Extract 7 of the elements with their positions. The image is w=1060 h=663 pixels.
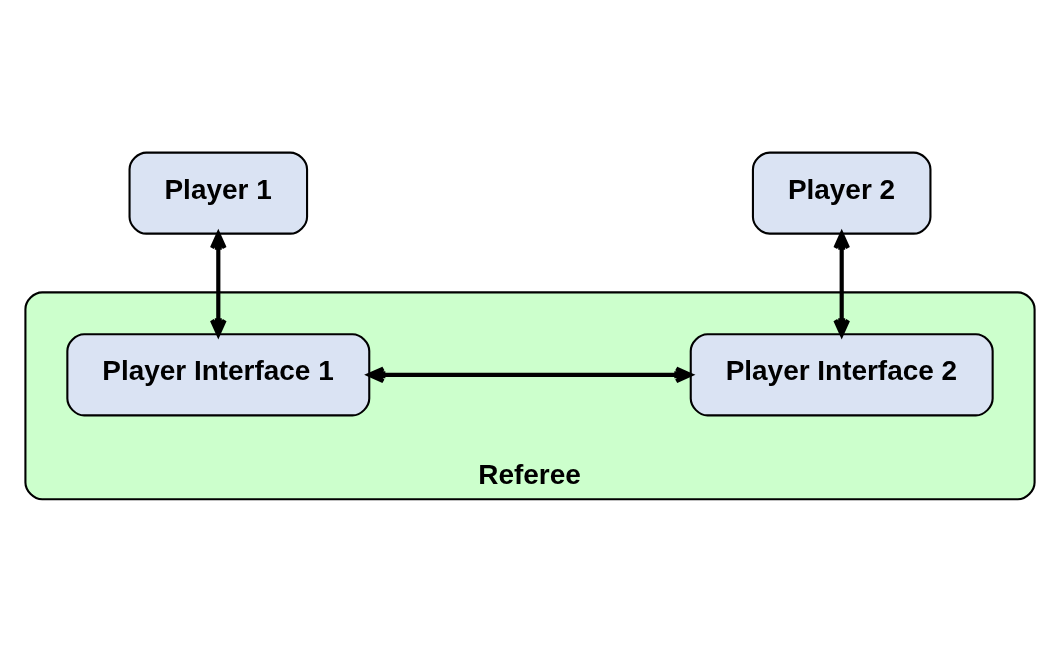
node-box: Player 1 — [128, 151, 309, 235]
arrow — [209, 231, 227, 337]
arrow — [367, 366, 693, 384]
node-box: Player Interface 2 — [689, 333, 994, 417]
node-box: Player 2 — [751, 151, 932, 235]
arrow — [833, 231, 851, 337]
node-box: Player Interface 1 — [66, 333, 371, 417]
